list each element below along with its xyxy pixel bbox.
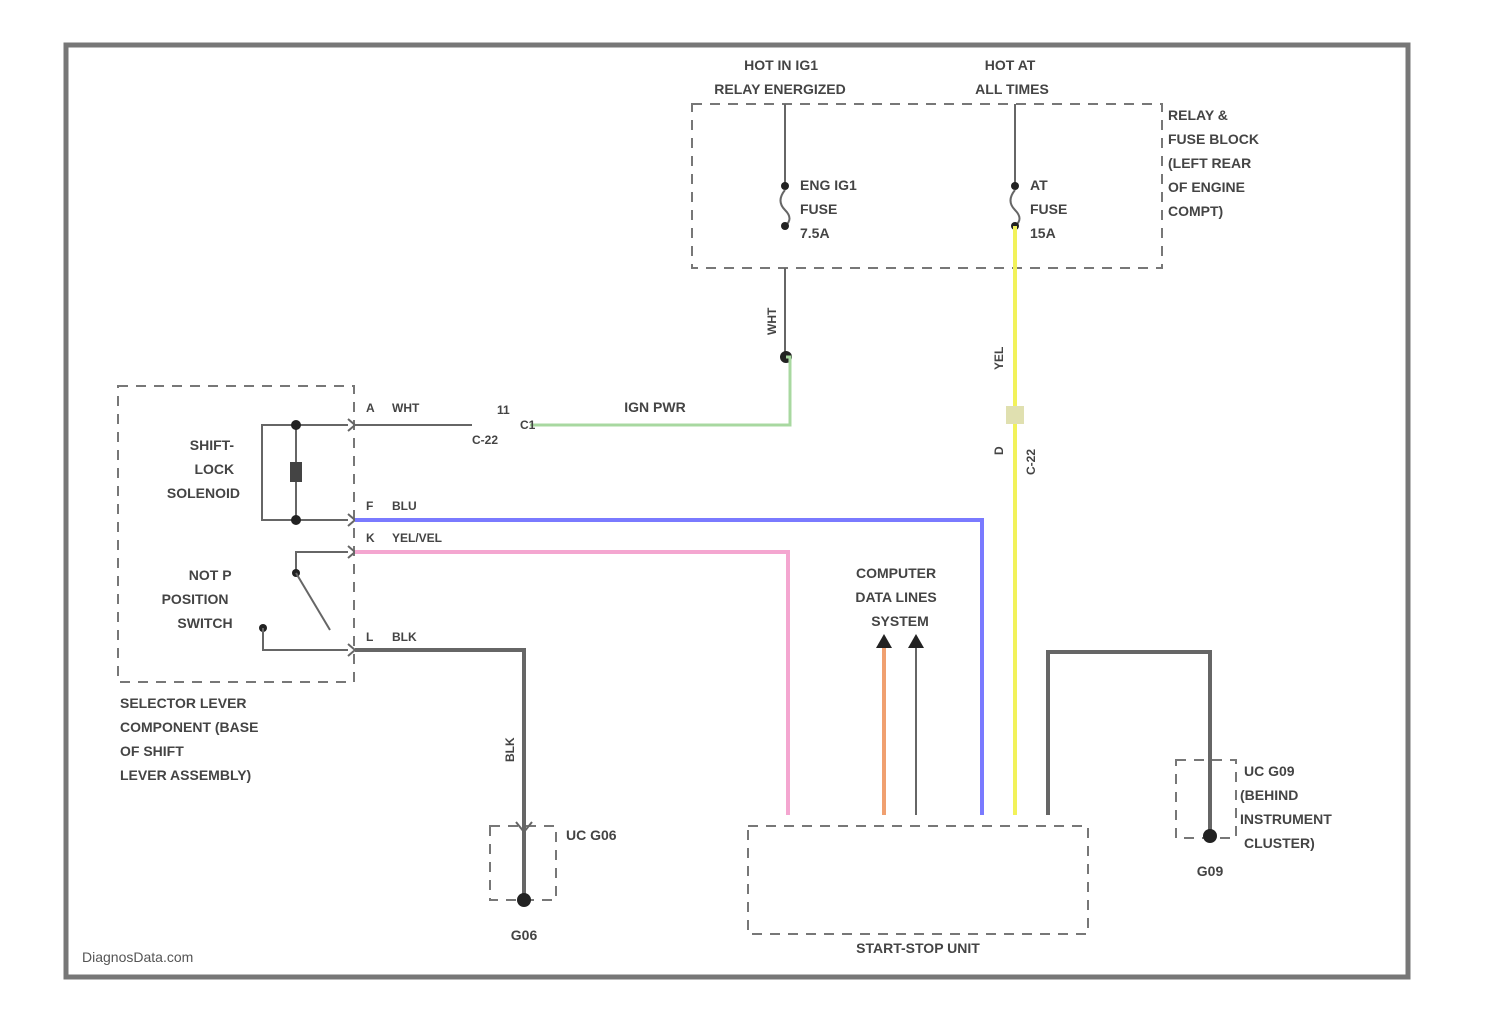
- ground-g09-symbol: [1203, 829, 1217, 843]
- watermark: DiagnosData.com: [82, 949, 193, 965]
- yel-connector-sub: C-22: [1024, 449, 1038, 475]
- pin-k-wire-label: YEL/VEL: [392, 531, 442, 545]
- pin-f-label: F: [366, 499, 373, 513]
- c1-connector-sub: C-22: [472, 433, 498, 447]
- yel-vertical-label: YEL: [992, 347, 1006, 370]
- pin-k-label: K: [366, 531, 375, 545]
- pin-f-wire-label: BLU: [392, 499, 417, 513]
- ground-g06-symbol: [517, 893, 531, 907]
- yel-connector-label: D: [992, 446, 1006, 455]
- ign-pwr-label: IGN PWR: [624, 399, 685, 415]
- ground-g09-id: G09: [1197, 863, 1224, 879]
- c1-connector-label: C1: [520, 418, 536, 432]
- pin-l-wire-label: BLK: [392, 630, 417, 644]
- yel-inline-connector: [1006, 406, 1024, 424]
- blk-ground-label: BLK: [503, 737, 517, 762]
- ground-g06-id: G06: [511, 927, 538, 943]
- ground-g06-label: UC G06: [566, 827, 617, 843]
- pin-a-wire-label: WHT: [392, 401, 420, 415]
- pin-l-label: L: [366, 630, 373, 644]
- pin-a-label: A: [366, 401, 375, 415]
- wht-vertical-label: WHT: [765, 307, 779, 335]
- c1-top-mark: 11: [497, 403, 510, 417]
- start-stop-unit-label: START-STOP UNIT: [856, 940, 980, 956]
- shift-lock-solenoid-symbol: [290, 462, 302, 482]
